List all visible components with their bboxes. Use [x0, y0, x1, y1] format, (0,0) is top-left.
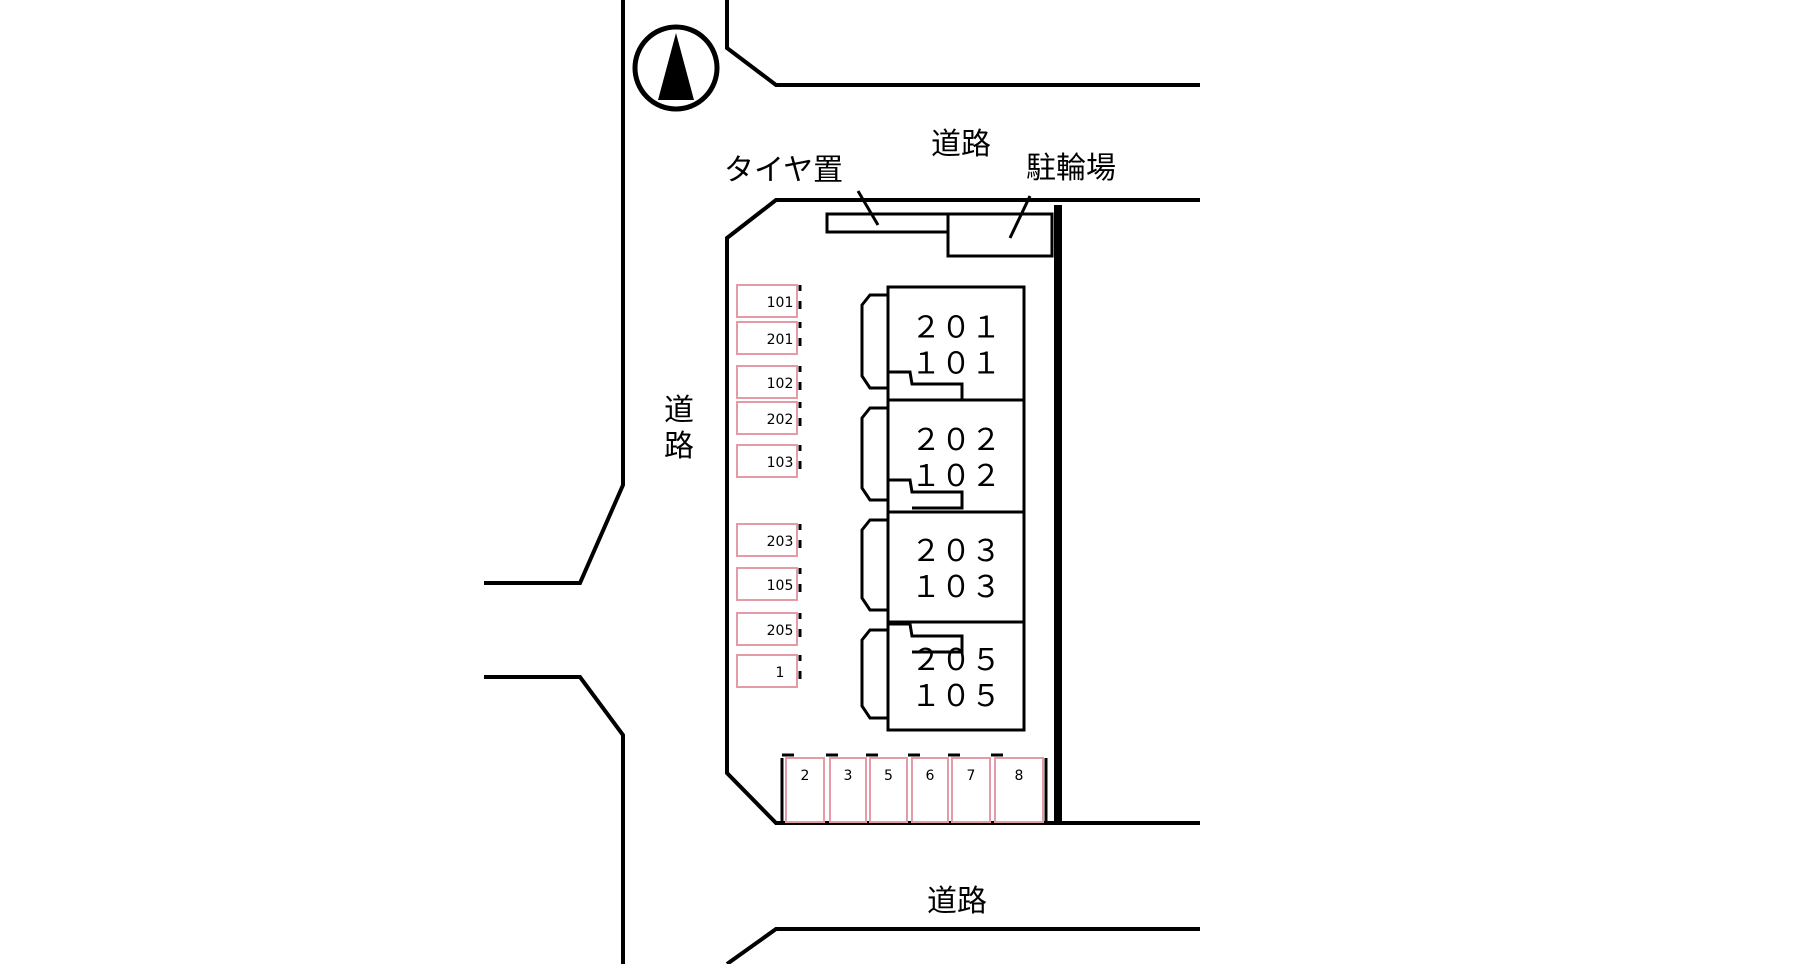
parking-space-outline [736, 654, 798, 688]
parking-space-outline [736, 523, 798, 557]
tire-storage-label: タイヤ置 [724, 153, 843, 188]
parking-south: 2 3 5 6 7 8 [780, 753, 1048, 823]
parking-space-south: 6 [908, 753, 949, 823]
tire-storage-leader [856, 190, 880, 226]
building-outline [886, 620, 1026, 732]
parking-space-outline [994, 757, 1044, 823]
road-west-edge-left-lower [484, 675, 625, 964]
parking-space-label: 8 [1015, 768, 1024, 784]
building-unit-upper: ２０３ [911, 534, 1001, 569]
parking-space-west: 205 [736, 612, 802, 646]
building-unit-upper: ２０２ [911, 423, 1001, 458]
balcony-outline [860, 406, 888, 502]
parking-space-label: 1 [776, 665, 785, 681]
entrance-outline [888, 478, 964, 510]
parking-space-west: 1 [736, 654, 802, 688]
parking-space-south: 5 [866, 753, 908, 823]
bicycle-parking-leader [1008, 195, 1032, 239]
balcony-outline [860, 518, 888, 612]
parking-space-outline [736, 321, 798, 355]
parking-space-outline [869, 757, 908, 823]
building-unit-lower: １０１ [911, 347, 1001, 382]
road-west-label-part1: 道 [664, 393, 694, 428]
parking-space-outline [829, 757, 867, 823]
parking-space-west: 201 [736, 321, 802, 355]
parking-space-label: 2 [801, 768, 810, 784]
balcony-outline [860, 628, 888, 720]
bicycle-parking [946, 212, 1054, 258]
parking-space-label: 101 [767, 295, 794, 311]
tire-storage [825, 212, 950, 234]
parking-space-outline [785, 757, 825, 823]
entrance-outline [888, 370, 964, 402]
parking-space-outline [736, 401, 798, 435]
building-unit-lower: １０２ [911, 459, 1001, 494]
road-north-label: 道路 [931, 127, 991, 162]
parking-space-outline [736, 567, 798, 601]
building-unit-upper: ２０５ [911, 643, 1001, 678]
parking-space-label: 205 [767, 623, 794, 639]
parking-space-west: 105 [736, 567, 802, 601]
parking-space-outline [911, 757, 949, 823]
parking-space-label: 103 [767, 455, 794, 471]
building-unit-lower: １０３ [911, 570, 1001, 605]
parking-space-outline [736, 365, 798, 399]
parking-space-label: 5 [884, 768, 893, 784]
parking-space-label: 201 [767, 332, 794, 348]
parking-space-south: 2 [782, 753, 825, 823]
road-north-edge-top [725, 0, 1200, 87]
bicycle-parking-label: 駐輪場 [1026, 151, 1116, 186]
road-south-edge-bottom [725, 927, 1200, 964]
parking-space-west: 101 [736, 284, 802, 318]
parking-space-outline [951, 757, 991, 823]
road-west-label-part2: 路 [664, 429, 694, 464]
parking-space-label: 202 [767, 412, 794, 428]
building-unit-lower: １０５ [911, 679, 1001, 714]
parking-space-west: 103 [736, 444, 802, 478]
parking-west: 101 201 102 202 103 203 105 205 1 [736, 284, 802, 688]
parking-space-south: 8 [991, 753, 1044, 823]
parking-space-label: 6 [926, 768, 935, 784]
parking-space-label: 7 [967, 768, 976, 784]
entrance-outline [888, 622, 964, 654]
parking-space-outline [736, 612, 798, 646]
parking-space-outline [736, 284, 798, 318]
parking-space-south: 7 [948, 753, 991, 823]
parking-space-west: 102 [736, 365, 802, 399]
parking-space-label: 102 [767, 376, 794, 392]
parking-space-label: 203 [767, 534, 794, 550]
road-west-edge-left [484, 0, 625, 585]
balcony-outline [860, 293, 888, 390]
parking-space-west: 202 [736, 401, 802, 435]
parking-space-label: 3 [844, 768, 853, 784]
parking-space-west: 203 [736, 523, 802, 557]
north-arrow-icon [632, 24, 720, 112]
road-south-label: 道路 [927, 884, 987, 919]
parking-space-label: 105 [767, 578, 794, 594]
parking-space-south: 3 [826, 753, 867, 823]
parking-space-outline [736, 444, 798, 478]
building-unit-upper: ２０１ [911, 311, 1001, 346]
